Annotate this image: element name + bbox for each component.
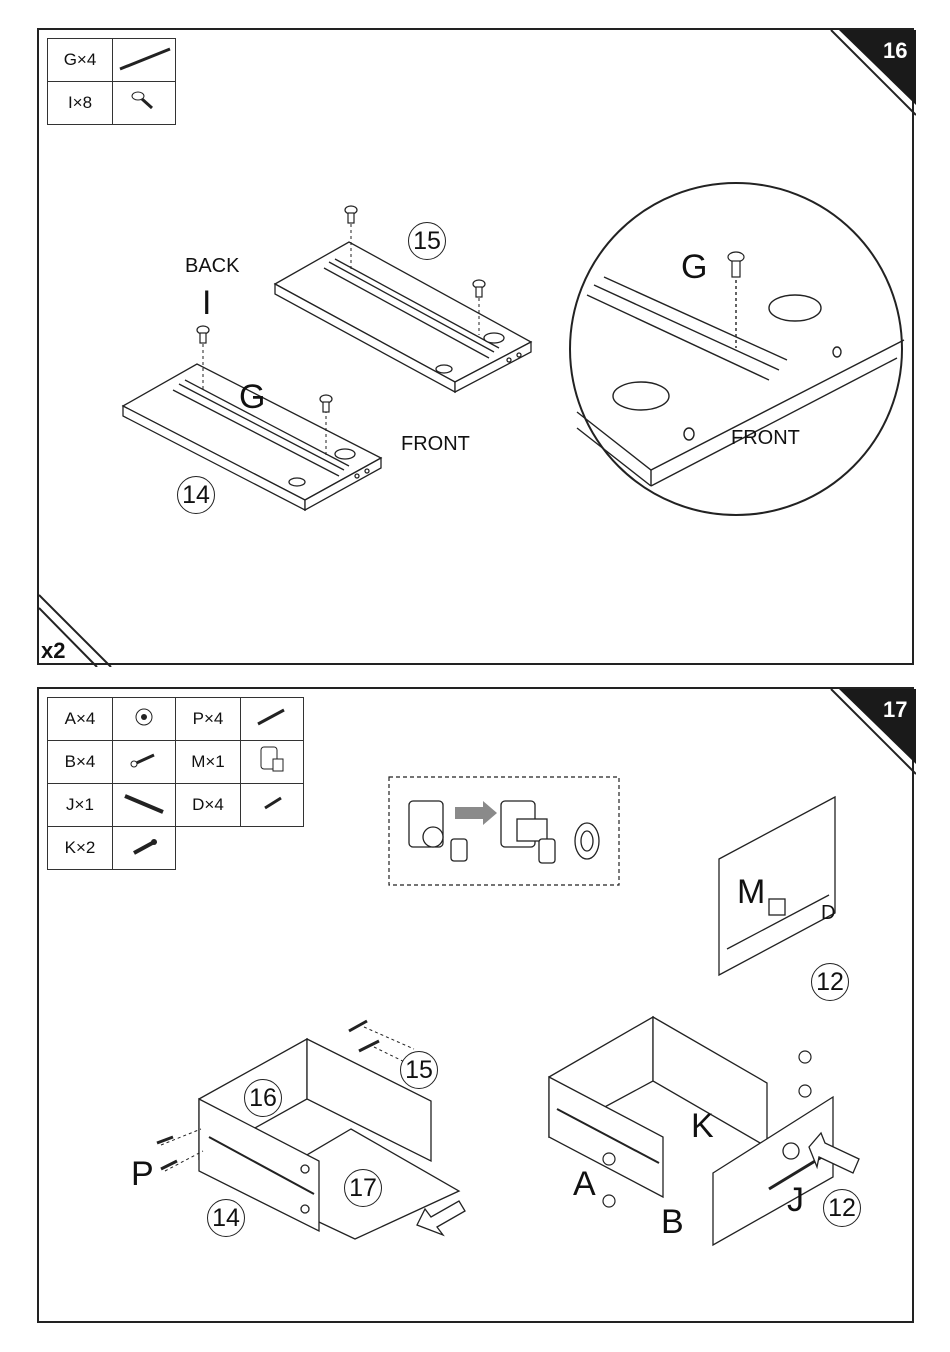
detail-magnifier [570,183,904,515]
part-m-label: M [737,875,765,909]
part-g-label: G [239,380,265,414]
panel-15-number: 15 [400,1051,438,1089]
part-g-detail-label: G [681,250,707,284]
panel-12-detail-number: 12 [811,963,849,1001]
panel-14-number: 14 [207,1199,245,1237]
part-p-label: P [131,1157,154,1191]
part-label: B×4 [48,741,113,784]
step-16-illustration [39,30,916,667]
step-16-panel: G×4 I×8 BACK I G FRONT G FRONT 15 14 16 … [37,28,914,665]
part-label: K×2 [48,827,113,870]
repeat-multiplier: x2 [41,638,65,664]
panel-17-number: 17 [344,1169,382,1207]
part-label: P×4 [176,698,241,741]
back-label: BACK [185,256,239,276]
screw-icon [113,82,176,125]
part-b-label: B [661,1205,684,1239]
part-i-label: I [202,286,211,320]
cam-lock-icon [113,698,176,741]
long-screw-icon [241,698,304,741]
panel-15-number: 15 [408,222,446,260]
part-label: D×4 [176,784,241,827]
panel-16-number: 16 [244,1079,282,1117]
part-label: A×4 [48,698,113,741]
panel-15-board [275,242,531,392]
front-detail-label: FRONT [731,428,800,448]
machine-screw-icon [113,827,176,870]
parts-list-step-16: G×4 I×8 [47,38,176,125]
part-a-label: A [573,1167,596,1201]
small-screw-icon [241,784,304,827]
panel-12-front-number: 12 [823,1189,861,1227]
part-label: M×1 [176,741,241,784]
parts-list-step-17: A×4 P×4 B×4 M×1 J×1 D×4 K×2 [47,697,304,870]
cam-bolt-icon [113,741,176,784]
drawer-slide-rail-icon [113,39,176,82]
handle-bar-icon [113,784,176,827]
part-label: G×4 [48,39,113,82]
step-number: 17 [883,697,907,723]
step-number: 16 [883,38,907,64]
insert-arrow-icon [809,1133,859,1173]
part-k-label: K [691,1109,714,1143]
part-d-label: D [821,903,835,923]
part-label: I×8 [48,82,113,125]
part-j-label: J [787,1183,804,1217]
front-label: FRONT [401,434,470,454]
part-label: J×1 [48,784,113,827]
panel-14-number: 14 [177,476,215,514]
drawer-lock-icon [241,741,304,784]
step-17-panel: A×4 P×4 B×4 M×1 J×1 D×4 K×2 P A B K J M … [37,687,914,1323]
